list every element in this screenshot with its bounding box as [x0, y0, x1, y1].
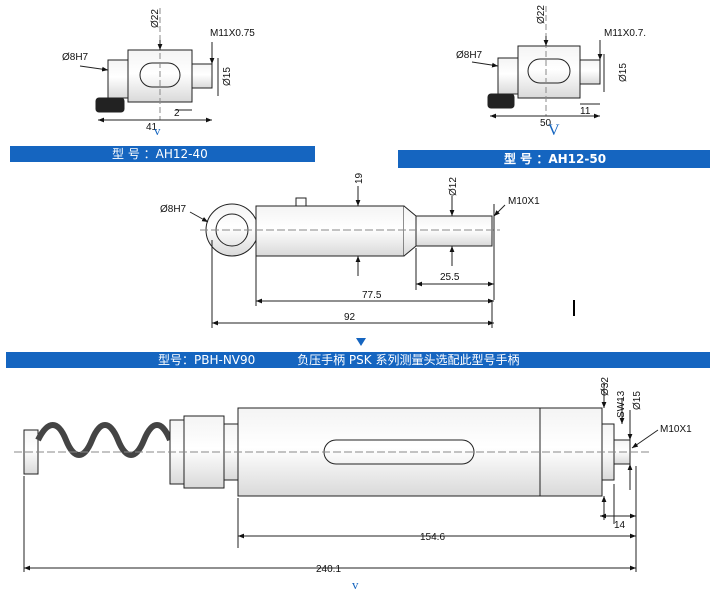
d4-dim-240-1: 240.1	[316, 564, 341, 575]
d4-sw: SW13	[616, 390, 627, 418]
d2-length: 50	[540, 118, 552, 129]
d4-dim-14: 14	[614, 520, 626, 531]
drawing-ah12-50	[471, 6, 605, 119]
d3-dim-92: 92	[344, 312, 356, 323]
drawing-ah12-40	[79, 8, 219, 123]
d4-dia-32: Ø32	[600, 377, 611, 396]
d4-dia-15: Ø15	[632, 391, 643, 410]
drawing-long-handle	[14, 382, 659, 572]
d2-dia-top: Ø22	[536, 5, 547, 24]
marker-v-2: V	[548, 122, 560, 139]
d2-dia-side: Ø15	[618, 63, 629, 82]
d1-dia-side: Ø15	[222, 67, 233, 86]
d4-thread: M10X1	[660, 424, 692, 435]
d4-dim-154-6: 154.6	[420, 532, 445, 543]
d3-thread: M10X1	[508, 196, 540, 207]
d2-thread: M11X0.7.	[604, 28, 646, 39]
d3-dia-12: Ø12	[448, 177, 459, 196]
d2-bore: Ø8H7	[456, 50, 483, 61]
d3-dim-77-5: 77.5	[362, 290, 382, 301]
label-ah12-50: 型 号 ：AH12-50	[504, 152, 607, 166]
label-pbh-desc: 负压手柄 PSK 系列测量头选配此型号手柄	[297, 353, 520, 367]
d1-length: 41	[146, 122, 158, 133]
marker-v-1: v	[154, 123, 161, 138]
label-bar-ah12-50: 型 号 ：AH12-50	[398, 150, 710, 168]
label-bar-pbh-nv90: 型号：PBH-NV90 负压手柄 PSK 系列测量头选配此型号手柄	[6, 352, 710, 368]
marker-v-3: v	[352, 577, 359, 592]
label-ah12-40: 型 号 ：AH12-40	[112, 147, 208, 161]
marker-triangle	[356, 338, 366, 346]
d3-dim-25-5: 25.5	[440, 272, 460, 283]
d1-thread: M11X0.75	[210, 28, 255, 39]
label-pbh-model: 型号：PBH-NV90	[158, 353, 256, 367]
d3-bore: Ø8H7	[160, 204, 187, 215]
d1-dia-top: Ø22	[150, 9, 161, 28]
d1-dim-small: 2	[174, 108, 180, 119]
drawing-pbh-nv90	[189, 186, 506, 328]
label-bar-ah12-40: 型 号 ：AH12-40	[10, 146, 315, 162]
d2-dim-small: 11	[580, 106, 591, 117]
d1-bore: Ø8H7	[62, 52, 89, 63]
d3-dim-19: 19	[354, 172, 365, 184]
text-cursor	[573, 300, 575, 316]
